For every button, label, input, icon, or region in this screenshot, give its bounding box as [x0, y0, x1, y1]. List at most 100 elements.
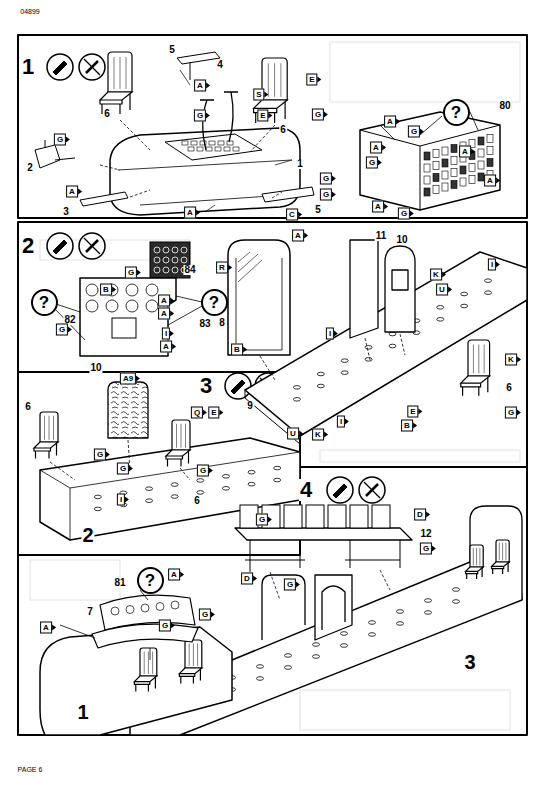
color-flag: G	[54, 129, 66, 146]
label-text: 3	[199, 375, 213, 397]
label-text: 8	[218, 318, 226, 328]
label-text: 83	[198, 319, 211, 329]
color-flag: A	[484, 170, 496, 187]
step-icon	[79, 233, 105, 259]
seat-part	[100, 52, 132, 114]
assembly-arrow	[100, 120, 282, 198]
floor-hole	[257, 665, 264, 669]
color-flag: I	[162, 323, 170, 340]
floor-hole	[171, 495, 178, 499]
callout-number: 5	[168, 40, 176, 56]
label-text: C	[286, 209, 298, 221]
floor-part	[40, 438, 300, 540]
label-text: E	[257, 110, 268, 122]
step-number: 2	[21, 235, 35, 257]
console-detail	[197, 147, 203, 151]
label-text: G	[320, 173, 332, 185]
floor-hole	[285, 666, 292, 670]
floor-hole	[389, 344, 396, 348]
floor-hole	[437, 306, 444, 310]
color-flag: A	[194, 75, 206, 92]
instrument-detail	[487, 159, 493, 167]
floor-hole	[313, 655, 320, 659]
assembly-arrow	[260, 334, 405, 380]
decal-dial	[163, 257, 169, 263]
color-flag: G	[505, 402, 517, 419]
label-text: G	[312, 109, 324, 121]
decal-dial	[154, 257, 160, 263]
bench-back	[306, 505, 324, 528]
callout-number: 6	[24, 397, 32, 413]
seat-part	[179, 640, 201, 683]
instrument-detail	[424, 152, 430, 160]
label-text: G	[284, 579, 296, 591]
instrument-detail	[487, 147, 493, 155]
instrument-detail	[460, 166, 466, 174]
floor-hole	[248, 470, 255, 474]
color-flag: G	[408, 121, 420, 138]
leader-line	[60, 590, 150, 660]
color-flag: E	[257, 105, 268, 122]
color-flag: G	[194, 105, 206, 122]
label-text: I	[337, 416, 345, 428]
floor-hole	[222, 487, 229, 491]
floor-hole	[461, 304, 468, 308]
instrument-detail	[442, 171, 448, 179]
bulkhead-detail	[236, 258, 282, 350]
rod-part	[80, 192, 128, 206]
callout-number: 5	[314, 200, 322, 216]
panel-dial	[141, 604, 149, 612]
seat-part	[34, 412, 58, 459]
instrument-detail	[451, 169, 457, 177]
color-flag: K	[312, 424, 324, 441]
page-text: PAGE 6	[17, 759, 44, 775]
floor-hole	[425, 599, 432, 603]
floor-hole	[365, 358, 372, 362]
color-flag: A	[292, 225, 304, 242]
seat-part	[461, 340, 490, 396]
floor-hole	[146, 487, 153, 491]
label-text: 2	[26, 163, 34, 173]
bulkhead-part	[262, 575, 305, 640]
instrument-detail	[424, 164, 430, 172]
console-detail	[224, 147, 230, 151]
color-flag: B	[401, 415, 413, 432]
seat-part	[166, 420, 190, 467]
step-number: 4	[299, 479, 313, 501]
leader-line	[180, 70, 292, 212]
color-flag: E	[208, 402, 219, 419]
console-detail	[215, 147, 221, 151]
step-icon	[47, 54, 73, 80]
decal-dial	[172, 257, 178, 263]
label-text: 6	[24, 402, 32, 412]
label-text: I	[117, 494, 125, 506]
floor-hole	[313, 643, 320, 647]
step-icon	[359, 477, 385, 503]
paint-symbol	[84, 59, 100, 75]
label-text: 6	[193, 496, 201, 506]
callout-number: 10	[395, 230, 408, 246]
bulkhead-part	[350, 240, 378, 338]
color-flag: A	[168, 564, 180, 581]
label-text: 2	[21, 235, 35, 257]
sprue-shadow	[300, 690, 510, 730]
node-text: ?	[451, 104, 461, 121]
label-text: K	[505, 354, 517, 366]
sprue-shadow	[320, 450, 520, 462]
label-text: G	[159, 620, 171, 632]
rear-wall	[470, 506, 522, 600]
paint-symbol	[84, 238, 100, 254]
color-flag: G	[320, 184, 332, 201]
callout-number: 7	[86, 602, 94, 618]
glue-symbol	[333, 484, 347, 498]
decal-dial	[163, 267, 169, 273]
label-text: A	[158, 308, 170, 320]
callout-number: 6	[505, 378, 513, 394]
callout-number: 83	[198, 314, 211, 330]
seat-part	[134, 648, 156, 691]
decal-dial	[172, 247, 178, 253]
callout-number: 6	[193, 491, 201, 507]
color-flag: G	[398, 203, 410, 220]
color-flag: A	[158, 290, 170, 307]
floor-hole	[274, 478, 281, 482]
